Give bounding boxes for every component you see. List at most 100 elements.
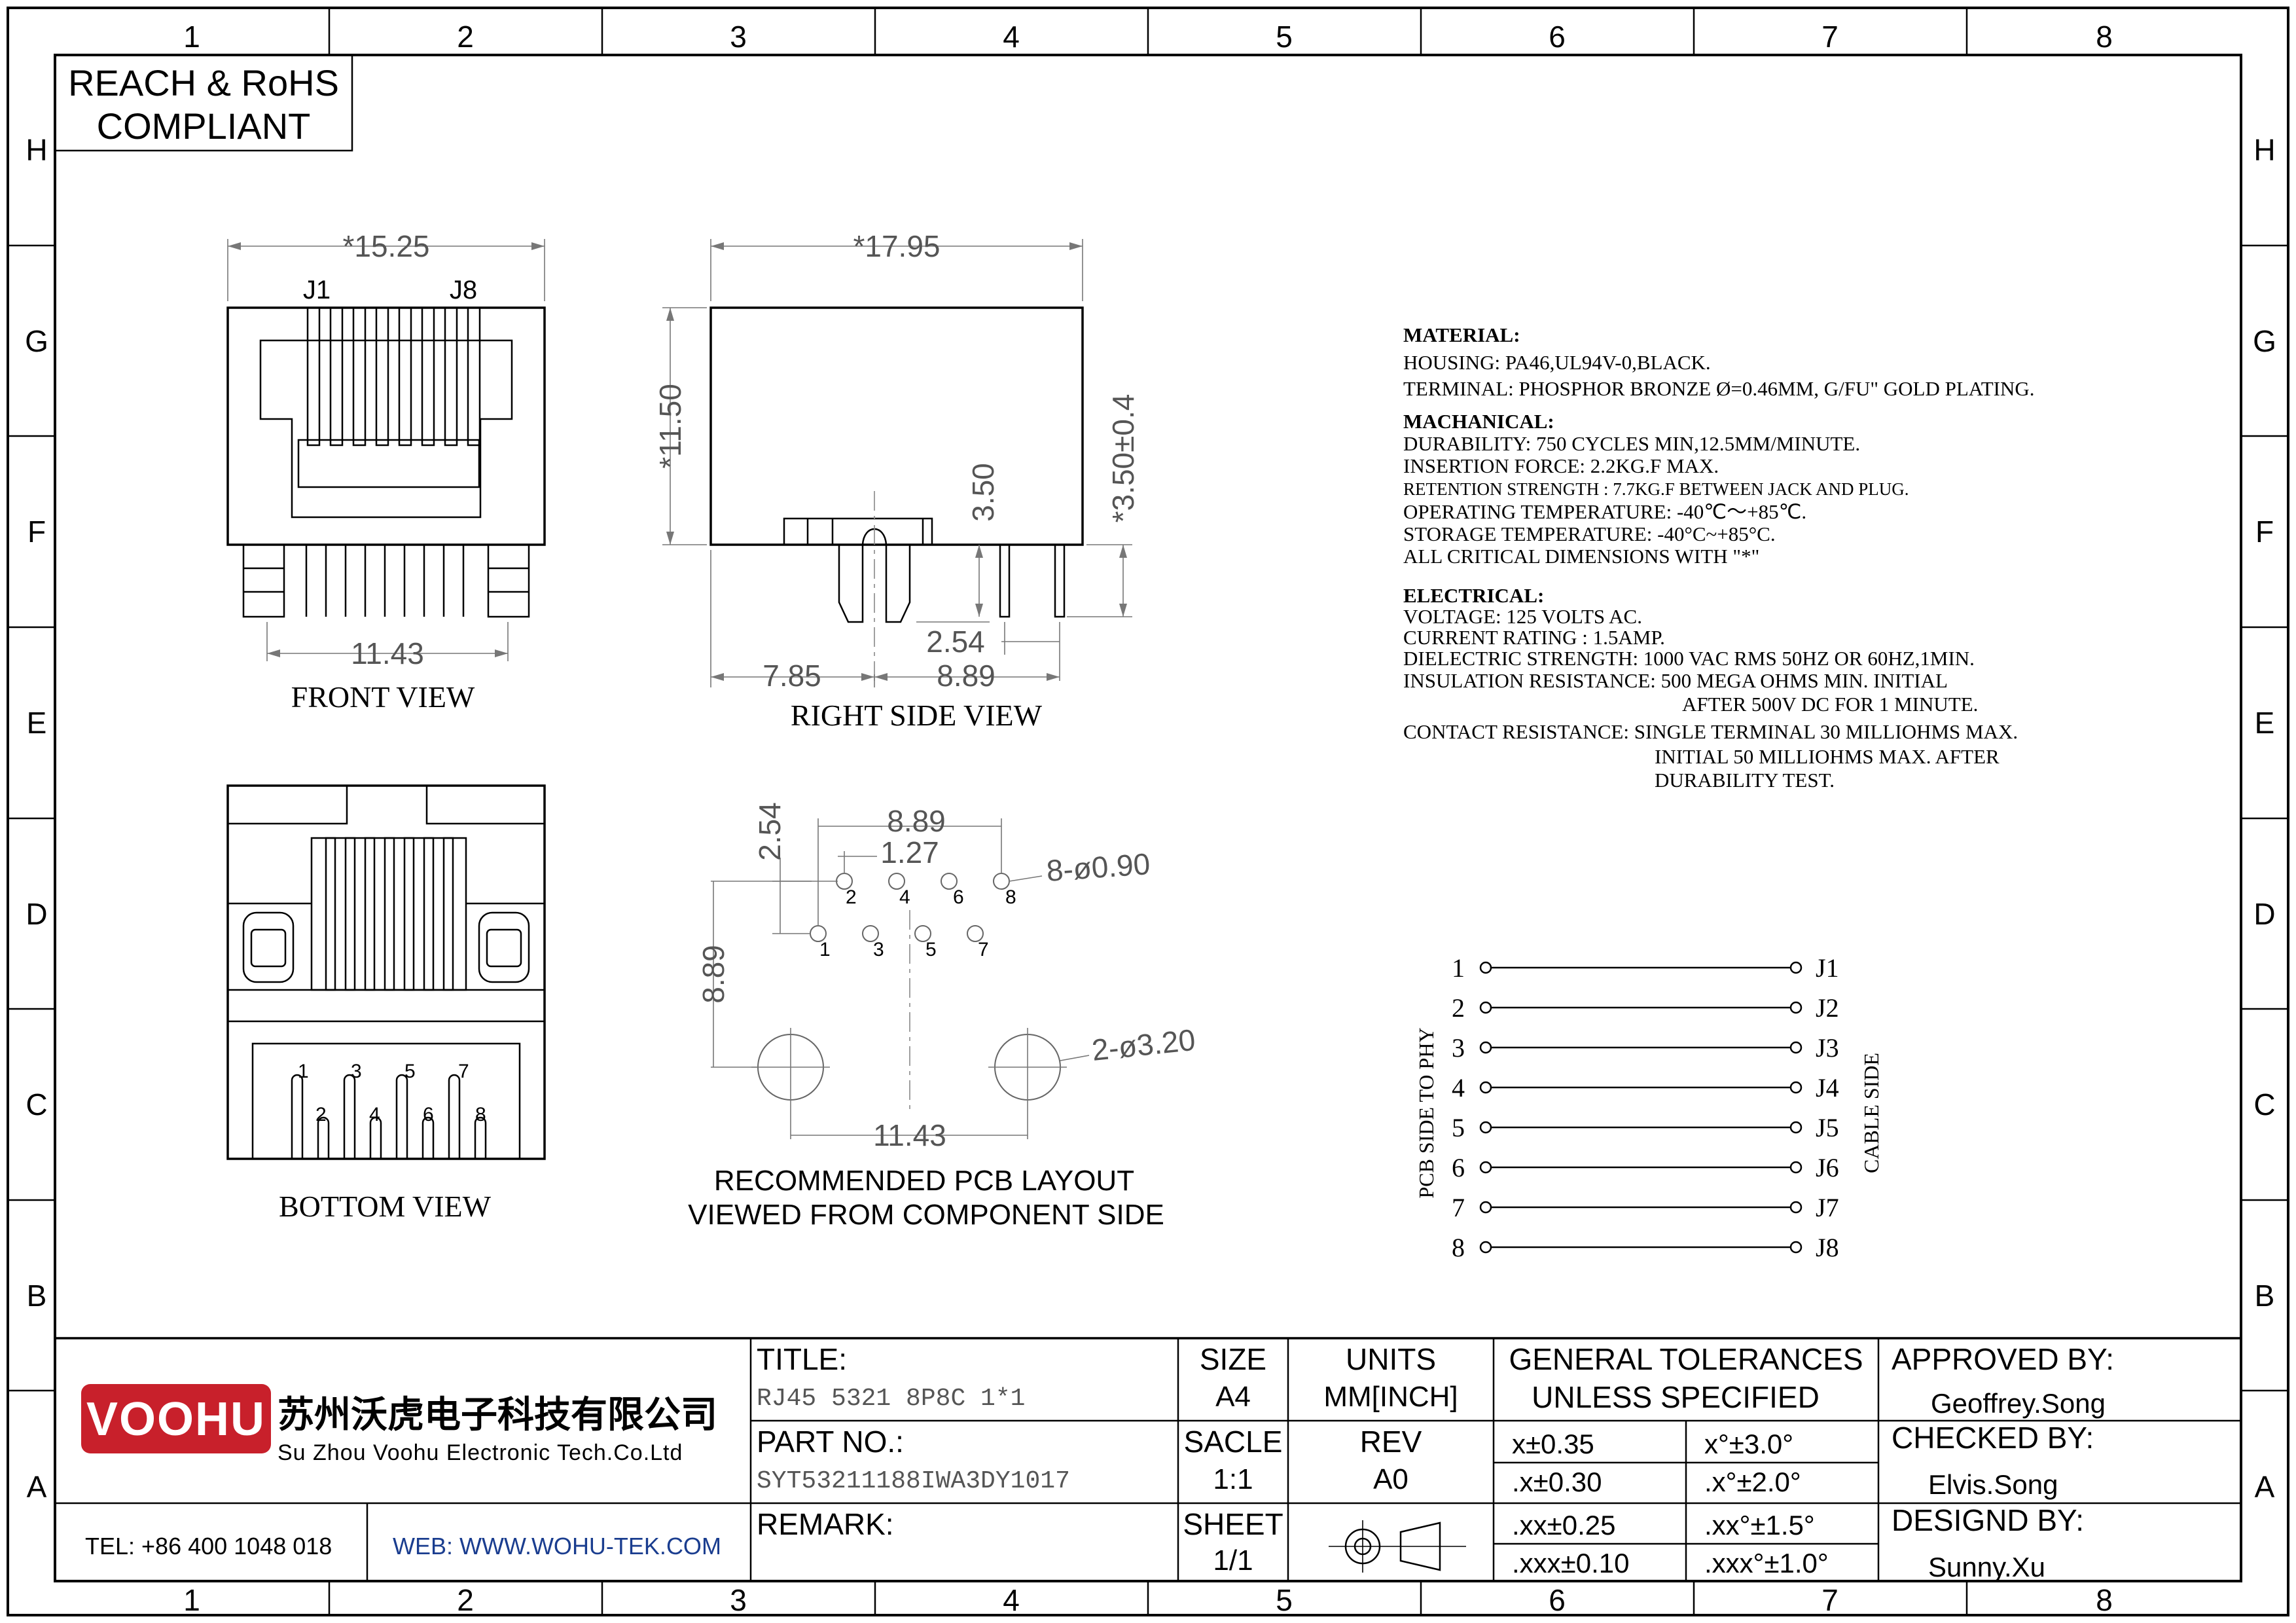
row-label: A xyxy=(2255,1470,2275,1504)
sheet-label: SHEET xyxy=(1183,1507,1283,1541)
front-view-drawing: *15.25 J1 J8 11.43 FRONT VIEW xyxy=(226,229,546,714)
rev-label: REV xyxy=(1360,1425,1422,1459)
wiring-terminal-left xyxy=(1479,1201,1492,1214)
spec-line: TERMINAL: PHOSPHOR BRONZE Ø=0.46MM, G/FU… xyxy=(1403,377,2035,400)
spec-line: VOLTAGE: 125 VOLTS AC. xyxy=(1403,605,1642,628)
wiring-jack-label: J8 xyxy=(1816,1233,1839,1262)
compliance-line-2: COMPLIANT xyxy=(97,105,311,147)
spec-mechanical-title: MACHANICAL: xyxy=(1403,410,1554,433)
scale-value: 1:1 xyxy=(1213,1463,1253,1495)
wiring-terminal-right xyxy=(1789,1041,1803,1054)
col-label: 6 xyxy=(1549,1583,1566,1617)
title-value: RJ45 5321 8P8C 1*1 xyxy=(757,1385,1025,1413)
company-name-cn: 苏州沃虎电子科技有限公司 xyxy=(278,1394,717,1435)
tolerance-angular: x°±3.0° xyxy=(1704,1429,1793,1459)
spec-line: RETENTION STRENGTH : 7.7KG.F BETWEEN JAC… xyxy=(1403,479,1909,499)
side-rear-offset-dim: 8.89 xyxy=(937,659,996,693)
col-label: 5 xyxy=(1276,20,1293,54)
wiring-jack-label: J4 xyxy=(1816,1073,1839,1103)
compliance-box: REACH & RoHS COMPLIANT xyxy=(54,54,353,152)
tolerance-linear: x±0.35 xyxy=(1512,1429,1594,1459)
pcb-pin-4: 4 xyxy=(899,886,910,908)
col-label: 7 xyxy=(1821,20,1839,54)
tolerance-angular: .xx°±1.5° xyxy=(1704,1510,1815,1541)
side-height-dim: *11.50 xyxy=(653,384,687,469)
row-label: H xyxy=(2253,133,2275,167)
col-label: 2 xyxy=(457,1583,474,1617)
pcb-dim-127: 1.27 xyxy=(880,835,939,869)
row-label: H xyxy=(26,133,47,167)
row-label: B xyxy=(2255,1279,2275,1313)
bottom-pin-1: 1 xyxy=(298,1061,309,1082)
wiring-jack-label: J5 xyxy=(1816,1113,1839,1142)
wiring-jack-label: J7 xyxy=(1816,1193,1839,1222)
pcb-dim-889-top: 8.89 xyxy=(887,804,946,838)
row-label: F xyxy=(27,515,46,549)
row-label: E xyxy=(2255,706,2275,740)
wiring-jack-label: J2 xyxy=(1816,993,1839,1023)
row-label: F xyxy=(2255,515,2274,549)
pcb-pin-6: 6 xyxy=(953,886,964,908)
wiring-pin-number: 4 xyxy=(1452,1073,1465,1103)
approved-label: APPROVED BY: xyxy=(1892,1342,2114,1376)
spec-line: INSULATION RESISTANCE: 500 MEGA OHMS MIN… xyxy=(1403,669,1948,692)
front-width-dim: *15.25 xyxy=(342,229,429,263)
wiring-pin-number: 5 xyxy=(1452,1113,1465,1142)
bottom-view-drawing: 1 5 7 3 2 4 6 8 BOTTOM VIEW xyxy=(226,784,546,1223)
front-view-caption: FRONT VIEW xyxy=(291,680,475,714)
wiring-pin-number: 8 xyxy=(1452,1233,1465,1262)
wiring-terminal-left xyxy=(1479,961,1492,974)
col-label: 1 xyxy=(183,1583,200,1617)
pcb-holes-small: 8-ø0.90 xyxy=(1045,847,1151,888)
approved-name: Geoffrey.Song xyxy=(1931,1388,2106,1419)
wiring-terminal-right xyxy=(1789,1201,1803,1214)
specifications: MATERIAL: HOUSING: PA46,UL94V-0,BLACK. T… xyxy=(1403,323,2035,792)
units-value: MM[INCH] xyxy=(1323,1381,1458,1413)
scale-label: SACLE xyxy=(1184,1425,1283,1459)
row-labels-left: H G F E D C B A xyxy=(25,133,48,1504)
spec-line: INITIAL 50 MILLIOHMS MAX. AFTER xyxy=(1655,745,2000,768)
col-label: 3 xyxy=(730,1583,747,1617)
wiring-jack-label: J6 xyxy=(1816,1153,1839,1182)
spec-line: DURABILITY TEST. xyxy=(1655,769,1835,792)
tolerance-linear: .x±0.30 xyxy=(1512,1467,1602,1497)
bottom-pin-4: 4 xyxy=(369,1104,380,1125)
side-front-offset-dim: 7.85 xyxy=(762,659,821,693)
bottom-view-caption: BOTTOM VIEW xyxy=(279,1190,492,1223)
bottom-pin-2: 2 xyxy=(315,1104,327,1125)
wiring-row: 8 J8 xyxy=(1452,1233,1839,1262)
spec-line: INSERTION FORCE: 2.2KG.F MAX. xyxy=(1403,454,1719,477)
checked-name: Elvis.Song xyxy=(1928,1469,2058,1500)
voohu-logo xyxy=(81,1384,271,1453)
spec-line: CURRENT RATING : 1.5AMP. xyxy=(1403,626,1665,649)
wiring-row: 4 J4 xyxy=(1452,1073,1839,1103)
col-label: 3 xyxy=(730,20,747,54)
wiring-terminal-left xyxy=(1479,1121,1492,1134)
spec-line: OPERATING TEMPERATURE: -40℃～+85℃. xyxy=(1403,500,1806,523)
bottom-pin-6: 6 xyxy=(423,1104,434,1125)
title-label: TITLE: xyxy=(757,1342,847,1376)
spec-line: DURABILITY: 750 CYCLES MIN,12.5MM/MINUTE… xyxy=(1403,432,1860,455)
pcb-pin-5: 5 xyxy=(925,939,937,960)
wiring-terminal-right xyxy=(1789,1081,1803,1094)
wiring-jack-label: J1 xyxy=(1816,953,1839,983)
wiring-left-label: PCB SIDE TO PHY xyxy=(1414,1027,1438,1198)
wiring-terminal-left xyxy=(1479,1161,1492,1174)
pcb-dim-889-side: 8.89 xyxy=(696,945,730,1004)
pcb-pin-7: 7 xyxy=(978,939,989,960)
remark-label: REMARK: xyxy=(757,1507,894,1541)
side-tail-dim: *3.50±0.4 xyxy=(1106,394,1140,523)
front-span-dim: 11.43 xyxy=(351,636,424,670)
compliance-line-1: REACH & RoHS xyxy=(68,62,339,103)
spec-line: CONTACT RESISTANCE: SINGLE TERMINAL 30 M… xyxy=(1403,720,2018,743)
wiring-jack-label: J3 xyxy=(1816,1033,1839,1063)
row-label: C xyxy=(26,1087,47,1122)
row-label: D xyxy=(26,897,47,931)
pcb-caption-1: RECOMMENDED PCB LAYOUT xyxy=(714,1165,1134,1197)
wiring-terminal-right xyxy=(1789,1241,1803,1254)
voohu-logo-text: VOOHU xyxy=(86,1393,266,1446)
row-label: E xyxy=(27,706,47,740)
wiring-terminal-right xyxy=(1789,1121,1803,1134)
